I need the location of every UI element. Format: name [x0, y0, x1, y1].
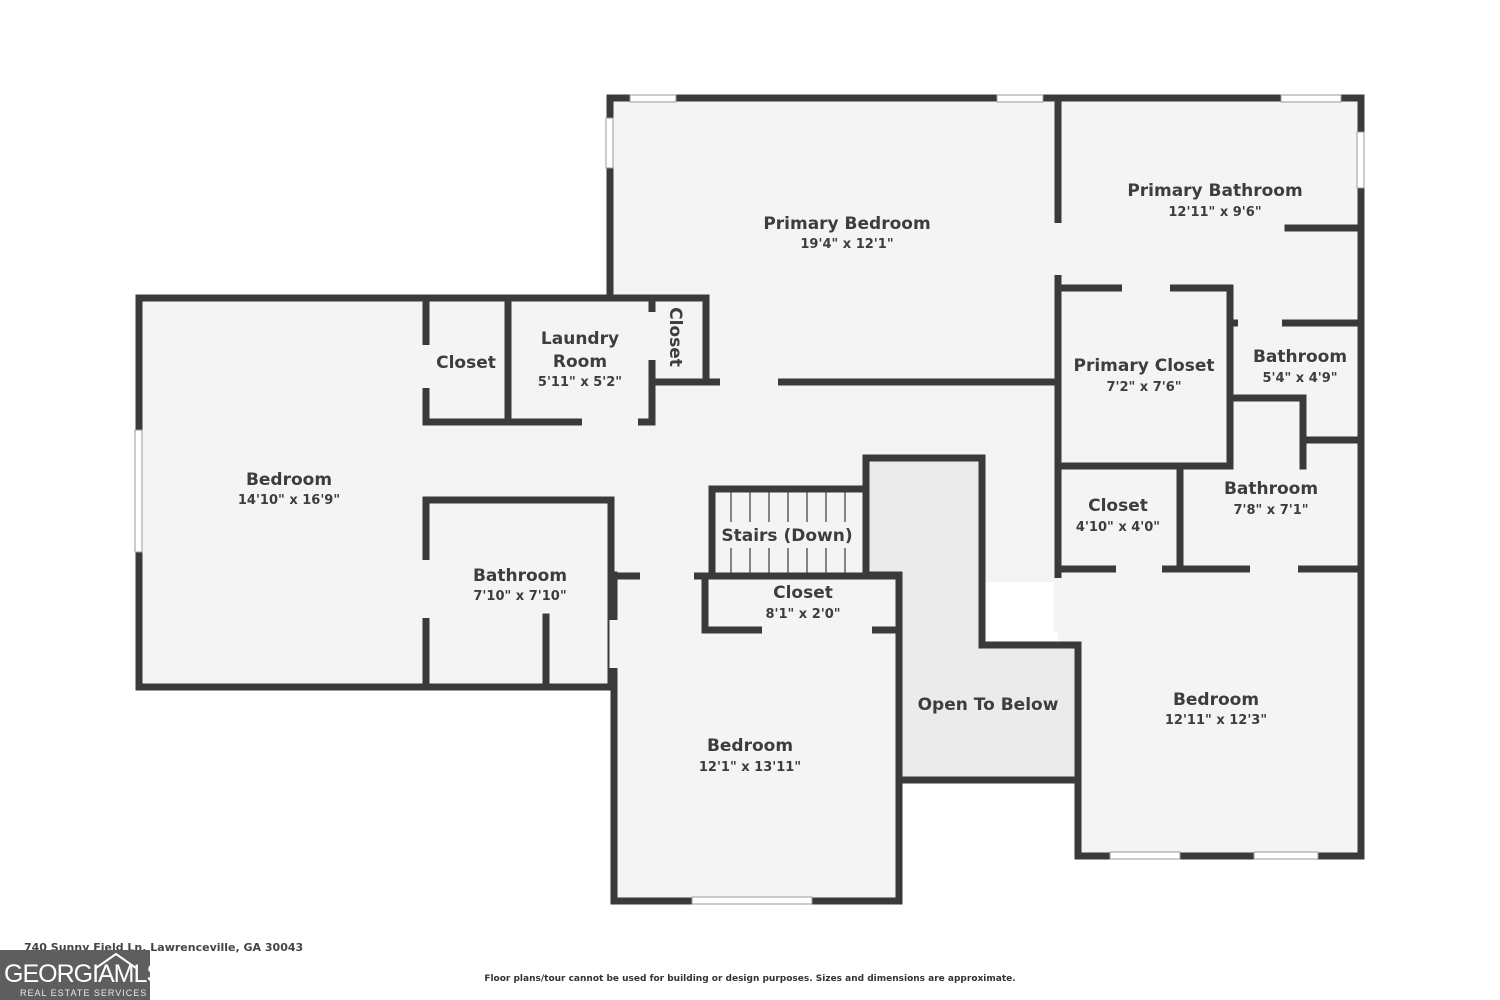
- window: [1253, 851, 1319, 860]
- closet-laundry-name: Closet: [665, 307, 685, 367]
- window: [134, 429, 143, 553]
- bedroom-east-name: Bedroom: [1173, 690, 1259, 710]
- door-openings: [421, 223, 1298, 668]
- closet-center-name: Closet: [773, 583, 833, 603]
- primary-bedroom-name: Primary Bedroom: [763, 214, 930, 234]
- stairs-name: Stairs (Down): [721, 526, 852, 546]
- bedroom-south-dim: 12'1" x 13'11": [699, 760, 801, 775]
- window: [691, 896, 813, 905]
- bathroom-east-name: Bathroom: [1224, 479, 1318, 499]
- window: [605, 117, 614, 169]
- primary-closet-name: Primary Closet: [1074, 356, 1215, 376]
- primary-bathroom-dim: 12'11" x 9'6": [1168, 205, 1261, 220]
- bedroom-west-dim: 14'10" x 16'9": [238, 493, 340, 508]
- bedroom-east-dim: 12'11" x 12'3": [1165, 713, 1267, 728]
- walls: [135, 94, 1365, 905]
- laundry-dim: 5'11" x 5'2": [538, 375, 622, 390]
- open-to-below-name: Open To Below: [918, 695, 1059, 715]
- logo-roof-icon: [95, 952, 137, 969]
- laundry-name-line2: Room: [553, 352, 607, 372]
- window: [1280, 94, 1342, 103]
- closet-east-dim: 4'10" x 4'0": [1076, 520, 1160, 535]
- bathroom-west-name: Bathroom: [473, 566, 567, 586]
- logo-subtext: REAL ESTATE SERVICES: [20, 988, 148, 998]
- floor-plan-disclaimer: Floor plans/tour cannot be used for buil…: [484, 974, 1016, 984]
- windows: [134, 94, 1365, 905]
- primary-closet-dim: 7'2" x 7'6": [1106, 380, 1181, 395]
- bathroom-small-dim: 5'4" x 4'9": [1262, 371, 1337, 386]
- bathroom-east-dim: 7'8" x 7'1": [1233, 503, 1308, 518]
- open-to-below-area: [866, 458, 1077, 780]
- bedroom-south-name: Bedroom: [707, 736, 793, 756]
- floor-areas: [139, 99, 1361, 901]
- east-hall-floor: [1058, 569, 1080, 645]
- laundry-name-line1: Laundry: [541, 329, 619, 349]
- closet-center-dim: 8'1" x 2'0": [765, 607, 840, 622]
- primary-bathroom-name: Primary Bathroom: [1127, 181, 1302, 201]
- bathroom-west-dim: 7'10" x 7'10": [473, 589, 566, 604]
- georgia-mls-logo: GEORGIAMLS REAL ESTATE SERVICES: [0, 950, 150, 1000]
- logo-text: GEORGIAMLS: [4, 960, 150, 988]
- east-bedroom-floor: [1078, 569, 1361, 856]
- window: [996, 94, 1044, 103]
- room-labels: Primary Bedroom 19'4" x 12'1" Primary Ba…: [238, 181, 1347, 775]
- closet-east-name: Closet: [1088, 496, 1148, 516]
- window: [1109, 851, 1181, 860]
- primary-bedroom-dim: 19'4" x 12'1": [800, 237, 893, 252]
- window: [1356, 131, 1365, 189]
- bathroom-small-name: Bathroom: [1253, 347, 1347, 367]
- stairs-label-bg: [724, 522, 850, 548]
- primary-suite-floor: [1058, 99, 1361, 569]
- closet-west-name: Closet: [436, 353, 496, 373]
- window: [629, 94, 677, 103]
- bedroom-west-name: Bedroom: [246, 470, 332, 490]
